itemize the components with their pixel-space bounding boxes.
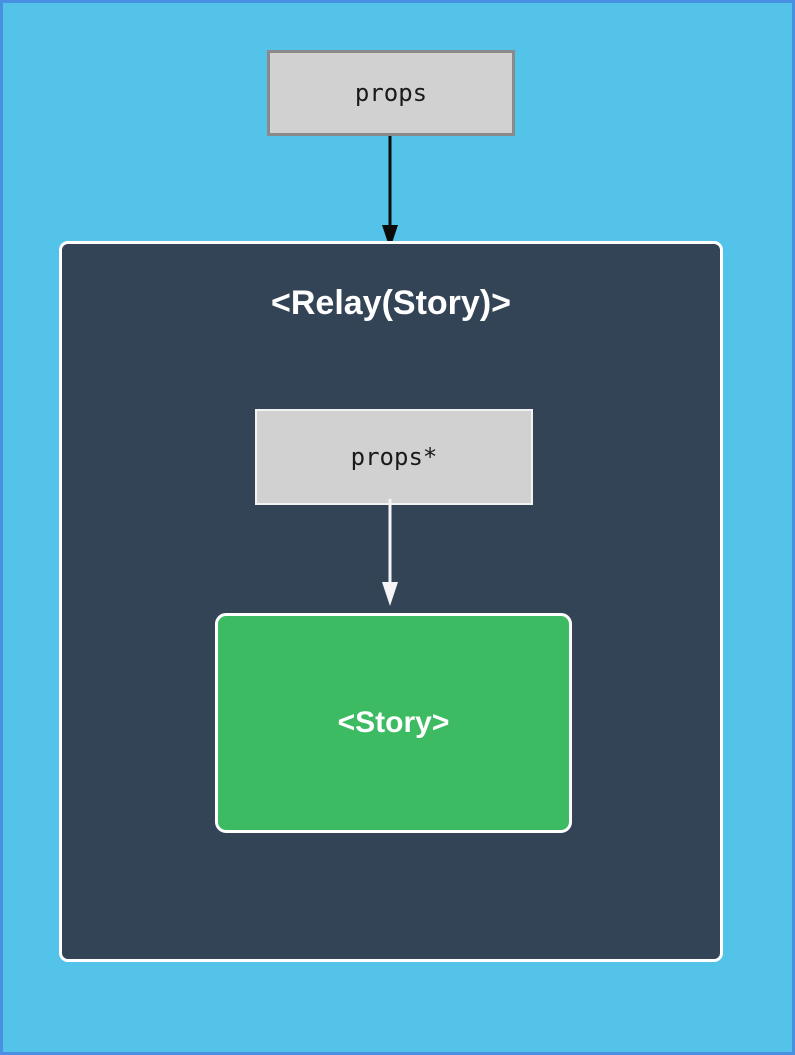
- story-box: <Story>: [215, 613, 572, 833]
- relay-container: <Relay(Story)> props* <Story>: [59, 241, 723, 962]
- props-box: props: [267, 50, 515, 136]
- props-label: props: [354, 79, 428, 107]
- story-label: <Story>: [337, 706, 450, 739]
- arrow-down-icon: [382, 499, 398, 606]
- props-star-box: props*: [255, 409, 533, 505]
- props-star-label: props*: [350, 443, 438, 471]
- arrow-down-icon: [382, 136, 398, 249]
- relay-container-title: <Relay(Story)>: [271, 284, 511, 322]
